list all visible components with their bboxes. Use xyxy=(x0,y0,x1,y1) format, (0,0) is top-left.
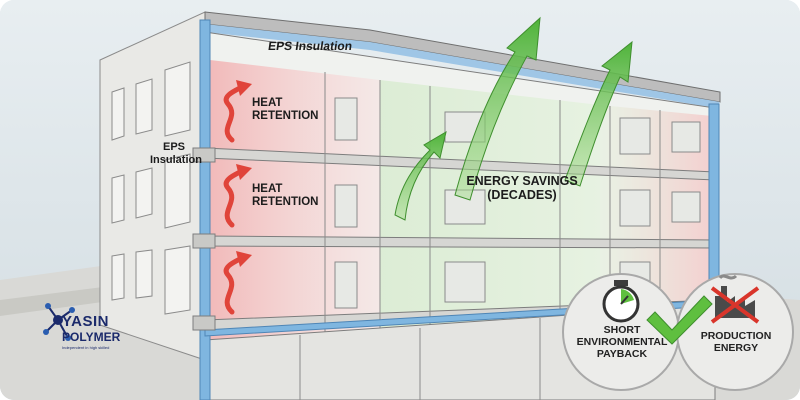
heat-arrow-3 xyxy=(223,256,243,315)
savings-arrow-1 xyxy=(394,130,447,221)
side-windows xyxy=(111,61,191,315)
factory-icon xyxy=(710,274,760,324)
checkmark-icon xyxy=(646,295,713,345)
heat-arrows xyxy=(223,85,243,315)
eps-insulation-label-top: EPS Insulation xyxy=(267,39,354,53)
yasin-polymer-logo-icon xyxy=(43,303,75,341)
room-walls xyxy=(324,72,661,340)
short-payback-label: SHORT ENVIRONMENTAL PAYBACK xyxy=(576,324,668,361)
stopwatch-icon xyxy=(602,280,640,323)
eps-insulation-label-side: EPS Insulation xyxy=(150,141,202,166)
badge-short-payback xyxy=(562,273,680,391)
savings-arrow-2 xyxy=(454,16,541,201)
heat-retention-label-1: HEAT RETENTION xyxy=(252,97,319,123)
heat-retention-label-2: HEAT RETENTION xyxy=(252,183,319,209)
production-energy-label: PRODUCTION ENERGY xyxy=(700,330,772,355)
energy-savings-arrows xyxy=(394,16,633,221)
logo-wordmark-top: YASIN xyxy=(62,313,109,330)
logo-tagline: Independent in high skilled xyxy=(62,345,110,350)
savings-arrow-3 xyxy=(564,40,633,187)
heat-arrow-2 xyxy=(223,169,243,228)
energy-savings-label: ENERGY SAVINGS (DECADES) xyxy=(466,174,578,203)
logo-wordmark-bottom: POLYMER xyxy=(62,330,121,344)
heat-arrow-1 xyxy=(223,85,243,143)
